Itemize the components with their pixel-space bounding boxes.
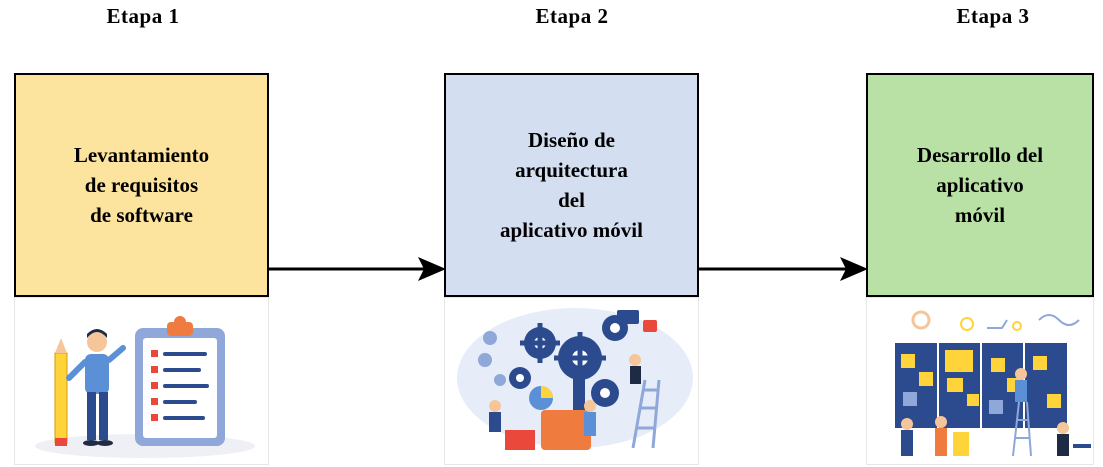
stage-3-line-2: aplicativo — [936, 173, 1024, 197]
kanban-board-illustration — [866, 297, 1094, 465]
arrow-stage-1-to-2 — [268, 257, 446, 281]
stage-2-title: Etapa 2 — [535, 4, 609, 28]
arrow-stage-2-to-3 — [698, 257, 868, 281]
stage-1-title: Etapa 1 — [106, 4, 180, 28]
stage-2-line-2: arquitectura — [515, 158, 628, 182]
stage-3-box: Desarrollo del aplicativo móvil — [866, 73, 1094, 297]
stage-2-line-3: del — [558, 188, 585, 212]
stage-3-line-3: móvil — [954, 203, 1006, 227]
stage-1-line-1: Levantamiento — [73, 143, 210, 167]
stage-2-line-1: Diseño de — [528, 128, 615, 152]
stage-3-line-1: Desarrollo del — [916, 143, 1044, 167]
stage-3-label: Desarrollo del aplicativo móvil — [917, 140, 1043, 230]
stage-1-line-2: de requisitos — [84, 173, 199, 197]
stage-1-label: Levantamiento de requisitos de software — [74, 140, 209, 230]
clipboard-checklist-illustration — [14, 297, 269, 465]
gears-architecture-illustration — [444, 297, 699, 465]
stage-2-box: Diseño de arquitectura del aplicativo mó… — [444, 73, 699, 297]
stage-1-box: Levantamiento de requisitos de software — [14, 73, 269, 297]
stage-1-line-3: de software — [90, 203, 193, 227]
stage-3-title: Etapa 3 — [956, 4, 1030, 28]
stage-2-line-4: aplicativo móvil — [500, 218, 643, 242]
stage-2-label: Diseño de arquitectura del aplicativo mó… — [500, 125, 643, 245]
